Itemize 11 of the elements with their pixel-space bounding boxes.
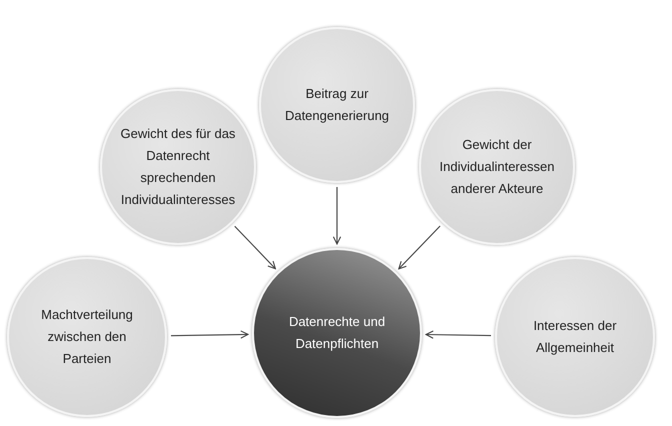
arrow	[425, 330, 492, 339]
factor-label: Beitrag zur Datengenerierung	[284, 85, 390, 125]
arrow	[332, 187, 342, 245]
factor-label: Gewicht des für das Datenrecht sprechenden Individualinteresses	[120, 125, 236, 209]
factor-label: Interessen der Allgemeinheit	[532, 317, 618, 357]
arrow	[170, 330, 249, 339]
center-label: Datenrechte und Datenpflichten	[288, 313, 386, 353]
factor-label: Gewicht der Individualinteressen anderer Akteure	[438, 136, 556, 198]
arrow	[234, 226, 276, 270]
factor-label: Machtverteilung zwischen den Parteien	[40, 306, 134, 368]
arrow	[398, 226, 440, 270]
